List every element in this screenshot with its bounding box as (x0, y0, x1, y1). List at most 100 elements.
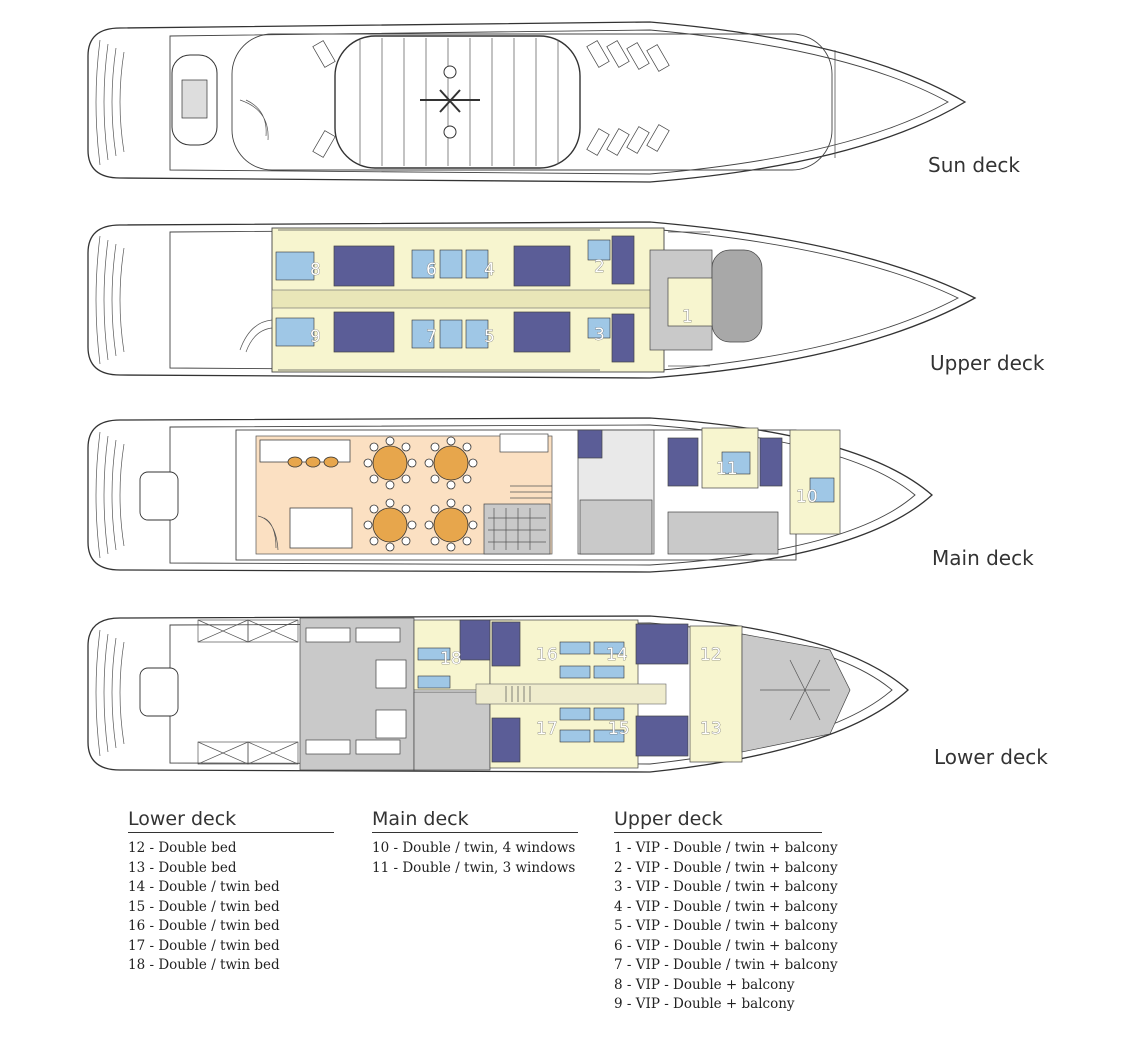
legend-item: 1 - VIP - Double / twin + balcony (614, 840, 838, 856)
main-deck-crew-area (667, 511, 779, 555)
cabin-number-10: 10 (796, 487, 818, 507)
lower-deck-platform (139, 667, 179, 717)
cabin-number-13: 13 (700, 719, 722, 739)
main-deck-label: Main deck (932, 546, 1034, 570)
legend-item: 4 - VIP - Double / twin + balcony (614, 898, 838, 915)
cabin-10-bed (809, 477, 835, 503)
salon-coffee-tables (287, 456, 339, 468)
cabin-number-17: 17 (536, 719, 558, 739)
main-deck-spiral-stair (257, 515, 279, 551)
legend-item: 11 - Double / twin, 3 windows (372, 859, 576, 876)
legend-item: 5 - VIP - Double / twin + balcony (614, 918, 838, 934)
cabin-number-6: 6 (426, 260, 437, 280)
sun-deck-awning (334, 35, 581, 169)
lower-deck-corridor (475, 683, 667, 705)
lower-deck-stairs (505, 686, 531, 702)
cabin-number-7: 7 (426, 327, 437, 347)
dining-tables (372, 445, 469, 543)
main-deck-stairs (510, 485, 552, 499)
legend-main-deck-list: 10 - Double / twin, 4 windows 11 - Doubl… (372, 839, 578, 878)
cabin-number-18: 18 (440, 649, 462, 669)
lower-deck-crew-bunks (305, 627, 407, 755)
legend-item: 2 - VIP - Double / twin + balcony (614, 859, 838, 876)
lower-deck-anchor-locker (760, 659, 830, 721)
legend-item: 18 - Double / twin bed (128, 957, 280, 973)
upper-deck-balconies (278, 229, 710, 371)
legend-item: 15 - Double / twin bed (128, 898, 280, 915)
legend-item: 16 - Double / twin bed (128, 918, 280, 934)
legend-item: 12 - Double bed (128, 840, 237, 856)
legend-lower-deck-title: Lower deck (128, 808, 334, 833)
legend-item: 10 - Double / twin, 4 windows (372, 840, 576, 856)
upper-deck-stern-steps (95, 235, 125, 365)
cabin-number-5: 5 (484, 327, 495, 347)
lower-deck-fore-store (741, 633, 851, 753)
dining-chairs (363, 436, 478, 552)
main-deck-pantry (499, 433, 549, 453)
salon-bar (289, 507, 353, 549)
legend-item: 13 - Double bed (128, 859, 237, 876)
sun-deck-stairs (239, 99, 269, 141)
main-deck-plan: 11 10 Main deck (87, 417, 1034, 573)
sun-loungers (312, 40, 670, 158)
cabin-11-bath-b (759, 437, 783, 487)
cabin-number-4: 4 (484, 260, 495, 280)
cabin-number-16: 16 (536, 645, 558, 665)
legend-item: 3 - VIP - Double / twin + balcony (614, 879, 838, 895)
sun-deck-structure (231, 33, 833, 171)
deck-plan-diagram: Sun deck (87, 21, 1048, 773)
main-deck-engine-room (579, 499, 653, 555)
legend-upper-deck-list: 1 - VIP - Double / twin + balcony 2 - VI… (614, 839, 838, 1015)
legend-item: 6 - VIP - Double / twin + balcony (614, 937, 838, 954)
cabin-number-2: 2 (594, 257, 605, 277)
cabin-number-11: 11 (716, 459, 738, 479)
sun-deck-jacuzzi (420, 65, 480, 139)
upper-deck-label: Upper deck (930, 351, 1045, 375)
lower-deck-stern-steps (95, 629, 125, 757)
cabin-11-bed (721, 451, 751, 475)
legend-upper-deck-title: Upper deck (614, 808, 822, 833)
cabin-number-15: 15 (608, 719, 630, 739)
lower-deck-baths (491, 621, 689, 763)
legend-item: 8 - VIP - Double + balcony (614, 976, 795, 993)
galley-grid (488, 508, 546, 550)
legend-item: 7 - VIP - Double / twin + balcony (614, 957, 838, 973)
cabin-number-9: 9 (310, 327, 321, 347)
cabin-number-12: 12 (700, 645, 722, 665)
cabin-12-13-block (689, 625, 743, 763)
legend-item: 14 - Double / twin bed (128, 879, 280, 895)
salon-sofa (259, 439, 351, 463)
cabin-18-bed-a (417, 647, 451, 661)
sun-deck-plan: Sun deck (87, 21, 1020, 183)
lower-deck-tanks (197, 619, 299, 765)
legend-main-deck: Main deck 10 - Double / twin, 4 windows … (372, 808, 578, 878)
cabin-11-bath (667, 437, 699, 487)
tender-boat-seat (181, 79, 208, 119)
main-deck-swim-platform (139, 471, 179, 521)
sun-deck-hull-inner (169, 29, 949, 175)
lower-deck-label: Lower deck (934, 745, 1048, 769)
cabin-number-1: 1 (682, 307, 693, 327)
legend-lower-deck-list: 12 - Double bed 13 - Double bed 14 - Dou… (128, 839, 334, 976)
cabin-number-3: 3 (594, 325, 605, 345)
sun-deck-stern-steps (95, 39, 125, 166)
upper-deck-plan: 8 6 4 2 1 9 7 5 3 Upper deck (87, 221, 1045, 379)
cabin-number-14: 14 (606, 645, 628, 665)
cabin-number-8: 8 (310, 260, 321, 280)
legend-lower-deck: Lower deck 12 - Double bed 13 - Double b… (128, 808, 334, 976)
sun-deck-label: Sun deck (928, 153, 1020, 177)
upper-deck-corridor (271, 289, 665, 309)
upper-deck-vip-cabin (667, 277, 719, 327)
legend-main-deck-title: Main deck (372, 808, 578, 833)
legend-item: 9 - VIP - Double + balcony (614, 996, 795, 1012)
main-deck-stern-steps (95, 431, 125, 559)
main-deck-bath-a (577, 429, 603, 459)
legend-item: 17 - Double / twin bed (128, 937, 280, 954)
upper-deck-hull-inner (169, 228, 959, 372)
legend-upper-deck: Upper deck 1 - VIP - Double / twin + bal… (614, 808, 838, 1015)
upper-deck-bridge (711, 249, 763, 343)
cabin-18-bed-b (417, 675, 451, 689)
lower-deck-plan: 18 16 14 12 17 15 13 Lower deck (87, 615, 1048, 773)
galley (483, 503, 551, 555)
upper-deck-bathrooms (333, 235, 635, 363)
